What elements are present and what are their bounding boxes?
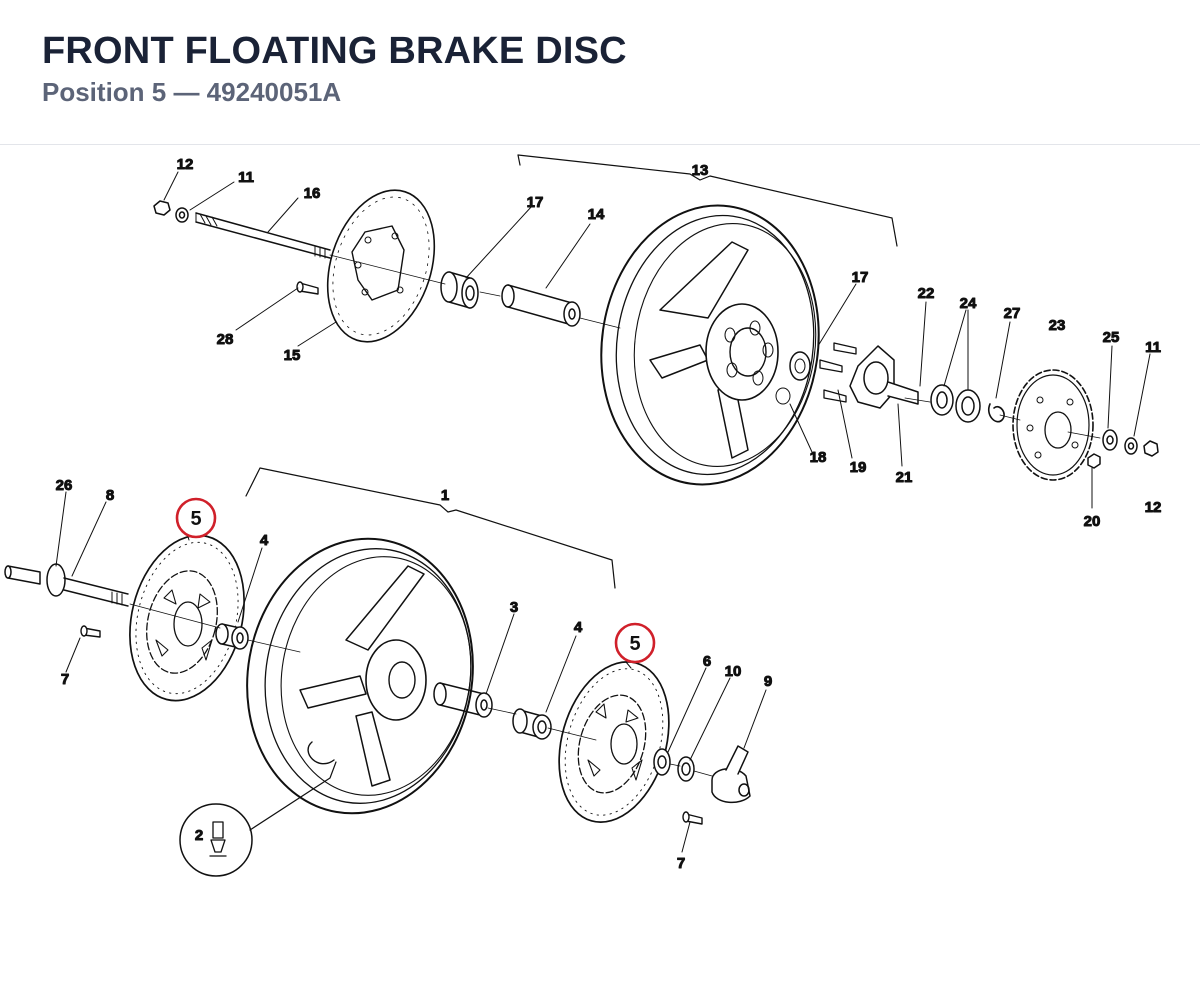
rear-axis-line <box>329 254 1101 439</box>
callout-11-upper-left: 11 <box>238 169 254 186</box>
callout-22: 22 <box>918 285 935 302</box>
page-title: FRONT FLOATING BRAKE DISC <box>42 30 627 72</box>
part-subtitle: Position 5 — 49240051A <box>42 77 342 107</box>
callout-9: 9 <box>764 673 772 690</box>
callout-16: 16 <box>304 185 321 202</box>
callout-26: 26 <box>56 477 73 494</box>
callout-10: 10 <box>725 663 742 680</box>
callout-12-upper-right: 12 <box>1145 499 1162 516</box>
callout-11-upper-right: 11 <box>1145 339 1161 356</box>
callout-4-left: 4 <box>260 532 269 549</box>
callout-7-right: 7 <box>677 855 685 872</box>
callout-4-right: 4 <box>574 619 583 636</box>
callout-14: 14 <box>588 206 605 223</box>
callout-23: 23 <box>1049 317 1066 334</box>
highlighted-callouts: 5 5 <box>175 497 656 664</box>
bolt-28 <box>296 281 319 295</box>
spacer-3 <box>433 682 493 718</box>
page-header: FRONT FLOATING BRAKE DISC Position 5 — 4… <box>0 0 1200 145</box>
callout-3: 3 <box>510 599 518 616</box>
front-axis-line <box>129 603 713 777</box>
sprocket-fasteners <box>1087 429 1159 469</box>
callout-21: 21 <box>896 469 913 486</box>
callout-28: 28 <box>217 331 234 348</box>
callout-13: 13 <box>692 162 709 179</box>
callout-20: 20 <box>1084 513 1101 530</box>
front-wheel-assembly: 26 8 7 4 1 3 4 6 10 9 7 2 <box>4 467 773 877</box>
bracket-13 <box>517 154 898 247</box>
callout-27: 27 <box>1004 305 1021 322</box>
header-divider <box>0 144 1200 145</box>
rear-wheel <box>600 204 820 486</box>
bearing-4-right <box>512 708 552 740</box>
callout-24: 24 <box>960 295 977 312</box>
bolt-7-left <box>80 625 101 638</box>
leaders-upper <box>163 171 1151 509</box>
bearing-4-left <box>215 623 249 650</box>
callout-5-left[interactable]: 5 <box>190 508 201 530</box>
callout-15: 15 <box>284 347 301 364</box>
valve-detail <box>179 761 337 877</box>
callout-25: 25 <box>1103 329 1120 346</box>
callout-17-right: 17 <box>852 269 869 286</box>
sprocket-carrier-21 <box>849 345 919 409</box>
studs-19 <box>819 342 857 403</box>
speedo-drive-9 <box>711 745 751 804</box>
callout-19: 19 <box>850 459 867 476</box>
front-wheel <box>246 537 474 815</box>
spacer-6-seal-10 <box>653 748 695 782</box>
bolt-7-right <box>682 811 703 825</box>
callout-8: 8 <box>106 487 114 504</box>
rear-wheel-assembly: 12 11 16 28 15 17 14 13 17 18 19 21 22 2… <box>153 154 1162 531</box>
highlight-ring-left[interactable] <box>175 497 217 539</box>
front-brake-disc-left <box>129 534 245 702</box>
rear-brake-disc <box>326 189 436 343</box>
callout-7-left: 7 <box>61 671 69 688</box>
highlight-ring-right[interactable] <box>614 622 656 664</box>
leaders-lower <box>55 491 767 853</box>
front-axle <box>4 563 129 607</box>
callout-1: 1 <box>441 487 449 504</box>
callout-5-right[interactable]: 5 <box>629 633 640 655</box>
rear-sprocket-23 <box>1012 369 1094 481</box>
front-brake-disc-right <box>558 661 670 823</box>
callout-2: 2 <box>195 827 203 844</box>
bearings-24 <box>930 384 1005 423</box>
callout-18: 18 <box>810 449 827 466</box>
callout-17-left: 17 <box>527 194 544 211</box>
bearing-17-left <box>440 271 479 309</box>
rear-axle <box>153 200 331 259</box>
spacer-14 <box>501 284 581 327</box>
callout-12-upper-left: 12 <box>177 156 194 173</box>
bracket-1 <box>245 467 616 589</box>
callout-6: 6 <box>703 653 711 670</box>
